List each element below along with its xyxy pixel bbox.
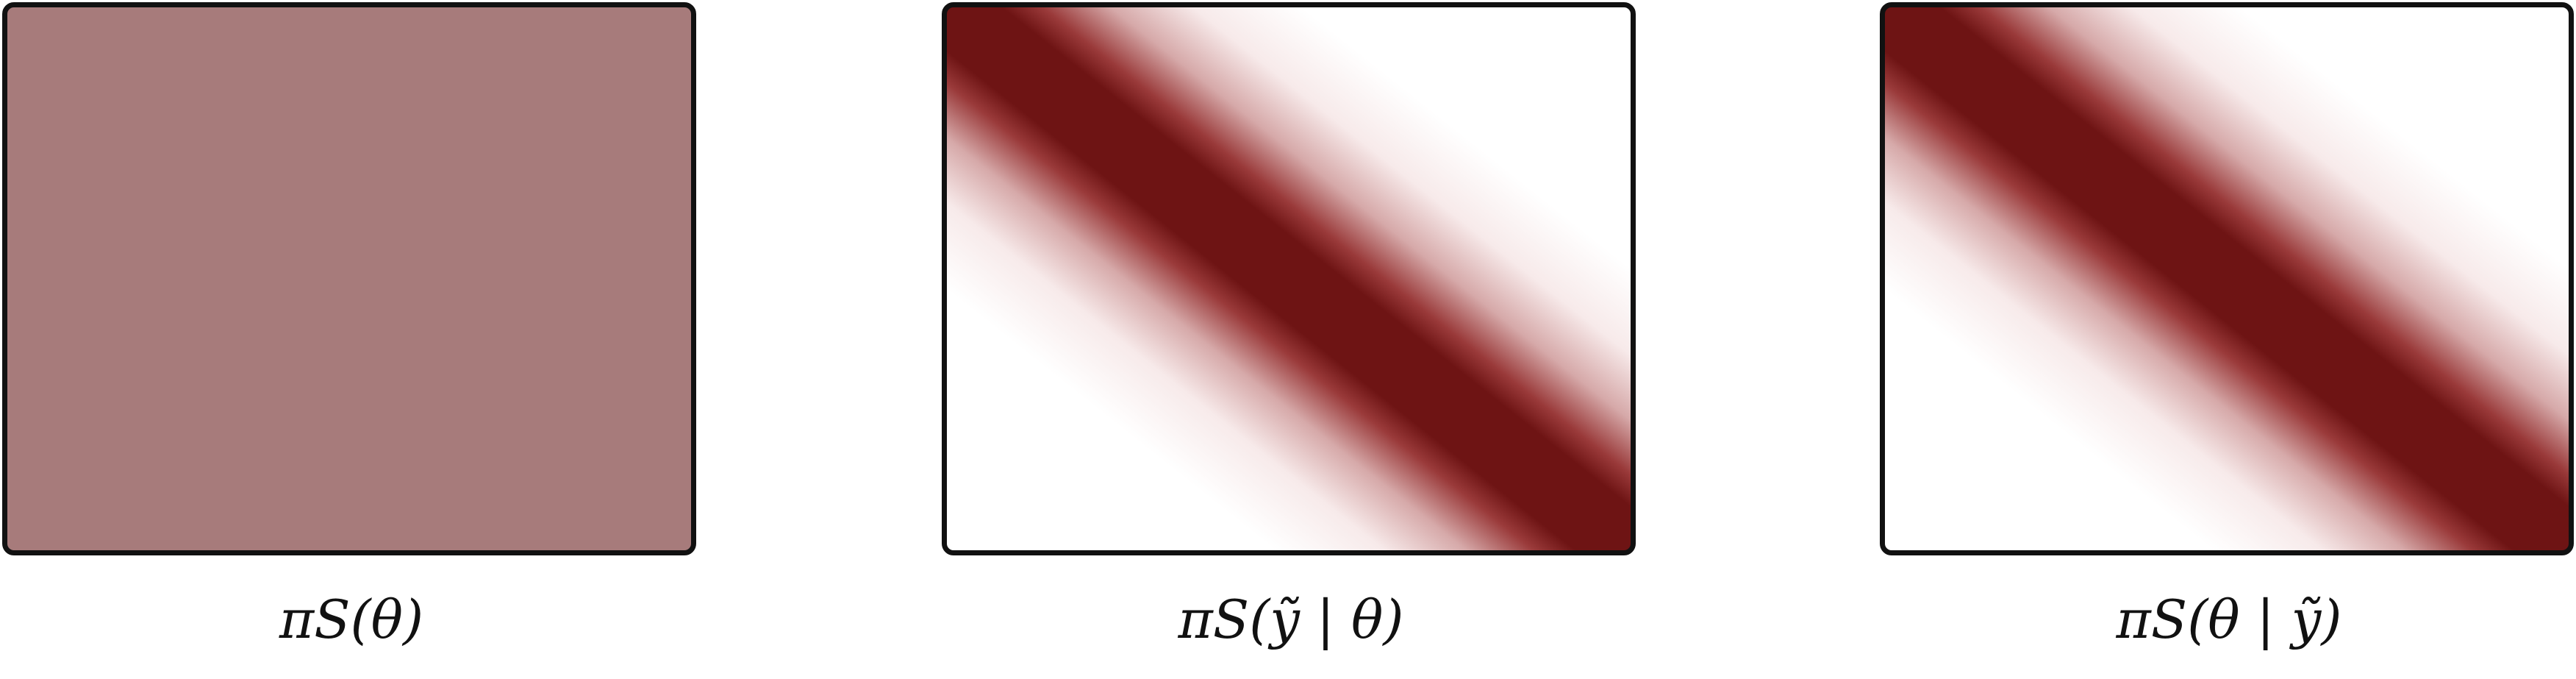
- posterior-panel: πS(θ | ỹ): [1878, 0, 2576, 679]
- posterior-density-plot: [1880, 2, 2574, 555]
- likelihood-density-plot: [942, 2, 1636, 555]
- posterior-caption: πS(θ | ỹ): [2116, 589, 2342, 650]
- likelihood-caption: πS(ỹ | θ): [1178, 589, 1404, 650]
- likelihood-panel: πS(ỹ | θ): [940, 0, 1642, 679]
- prior-caption: πS(θ): [279, 589, 424, 650]
- prior-panel: πS(θ): [0, 0, 703, 679]
- prior-density-plot: [2, 2, 696, 555]
